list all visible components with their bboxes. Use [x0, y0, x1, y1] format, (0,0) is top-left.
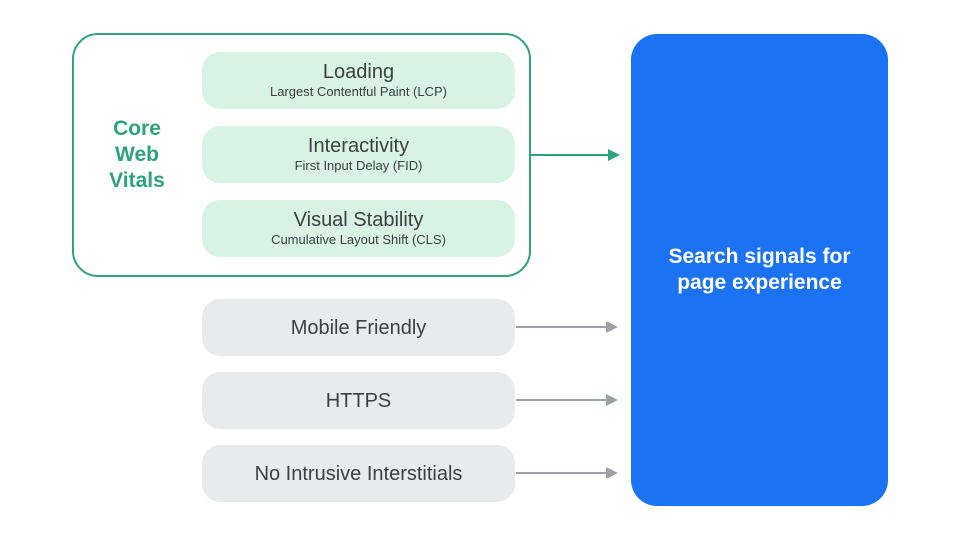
search-signals-result-box: Search signals for page experience	[631, 34, 888, 506]
vital-interactivity-card: Interactivity First Input Delay (FID)	[202, 126, 515, 183]
vital-visual-stability-subtitle: Cumulative Layout Shift (CLS)	[271, 232, 446, 247]
signal-mobile-friendly-title: Mobile Friendly	[290, 316, 427, 339]
core-web-vitals-label-line: Core	[113, 117, 161, 140]
arrow-shaft	[531, 154, 608, 156]
core-web-vitals-label: Core Web Vitals	[72, 33, 202, 277]
signal-https-card: HTTPS	[202, 372, 515, 429]
signal-no-intrusive-interstitials-title: No Intrusive Interstitials	[254, 462, 463, 485]
signal-https-title: HTTPS	[325, 389, 392, 412]
vital-interactivity-subtitle: First Input Delay (FID)	[294, 158, 423, 173]
arrow-shaft	[516, 326, 606, 328]
vital-visual-stability-card: Visual Stability Cumulative Layout Shift…	[202, 200, 515, 257]
signal-mobile-friendly-card: Mobile Friendly	[202, 299, 515, 356]
arrow-mobile-friendly-icon	[516, 321, 618, 333]
vital-loading-subtitle: Largest Contentful Paint (LCP)	[269, 84, 448, 99]
arrow-https-icon	[516, 394, 618, 406]
arrow-core-web-vitals-icon	[531, 149, 620, 161]
arrow-head	[606, 467, 618, 479]
core-web-vitals-label-line: Web	[115, 143, 159, 166]
arrow-head	[606, 321, 618, 333]
arrow-head	[608, 149, 620, 161]
vital-loading-card: Loading Largest Contentful Paint (LCP)	[202, 52, 515, 109]
vital-interactivity-title: Interactivity	[307, 135, 410, 157]
arrow-shaft	[516, 399, 606, 401]
core-web-vitals-label-line: Vitals	[109, 169, 165, 192]
signal-no-intrusive-interstitials-card: No Intrusive Interstitials	[202, 445, 515, 502]
search-signals-result-label: Search signals for page experience	[668, 245, 851, 294]
vital-visual-stability-title: Visual Stability	[293, 209, 424, 231]
arrow-shaft	[516, 472, 606, 474]
arrow-no-intrusive-interstitials-icon	[516, 467, 618, 479]
vital-loading-title: Loading	[322, 61, 395, 83]
arrow-head	[606, 394, 618, 406]
